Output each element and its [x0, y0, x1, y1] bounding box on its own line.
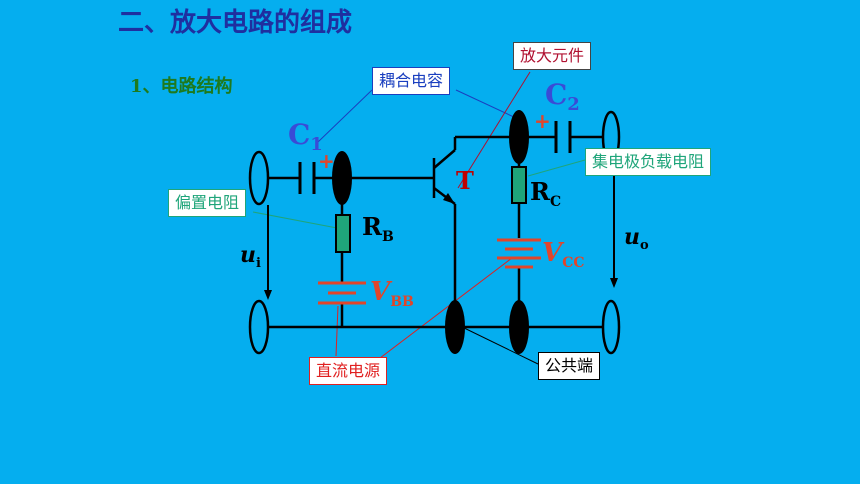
common-pointer-line [457, 324, 539, 365]
uo-label: uo [624, 224, 649, 253]
junction-nodes [332, 110, 529, 354]
ui-label: ui [240, 242, 261, 271]
callout-pointer-lines [317, 89, 517, 143]
dc-source-pointer-lines [335, 257, 513, 359]
bias-resistor-callout: 偏置电阻 [168, 189, 247, 217]
rb-label: RB [362, 212, 394, 245]
collector-load-callout: 集电极负载电阻 [585, 148, 712, 176]
common-terminal-callout: 公共端 [538, 352, 601, 380]
capacitor-c1 [298, 162, 316, 194]
bias-pointer-line [252, 211, 338, 229]
capacitor-c2 [554, 121, 572, 153]
c1-plus-sign: + [318, 149, 335, 173]
c2-plus-sign: + [534, 109, 551, 133]
circuit-terminals [248, 110, 621, 355]
transistor-label: T [456, 166, 474, 195]
vbb-label: VBB [370, 277, 414, 310]
dc-source-callout: 直流电源 [309, 357, 388, 385]
c2-label: C2 [545, 78, 580, 115]
input-terminal-bottom [248, 299, 270, 355]
resistor-rc [511, 166, 527, 204]
rc-label: RC [530, 177, 561, 210]
c1-label: C1 [288, 118, 323, 155]
amplifier-pointer-line [457, 71, 531, 189]
emitter-arrow-icon [443, 193, 455, 204]
battery-vcc [497, 238, 541, 269]
collector-pointer-line [527, 159, 586, 177]
battery-vbb [318, 281, 366, 305]
coupling-capacitor-callout: 耦合电容 [372, 67, 451, 95]
slide-title: 二、放大电路的组成 [118, 8, 353, 38]
resistor-rb [335, 214, 351, 253]
section-title: 1、电路结构 [130, 76, 233, 97]
amplifier-element-callout: 放大元件 [513, 42, 592, 70]
input-terminal-top [248, 150, 270, 206]
output-terminal-bottom [601, 299, 621, 355]
vcc-label: VCC [542, 238, 584, 271]
